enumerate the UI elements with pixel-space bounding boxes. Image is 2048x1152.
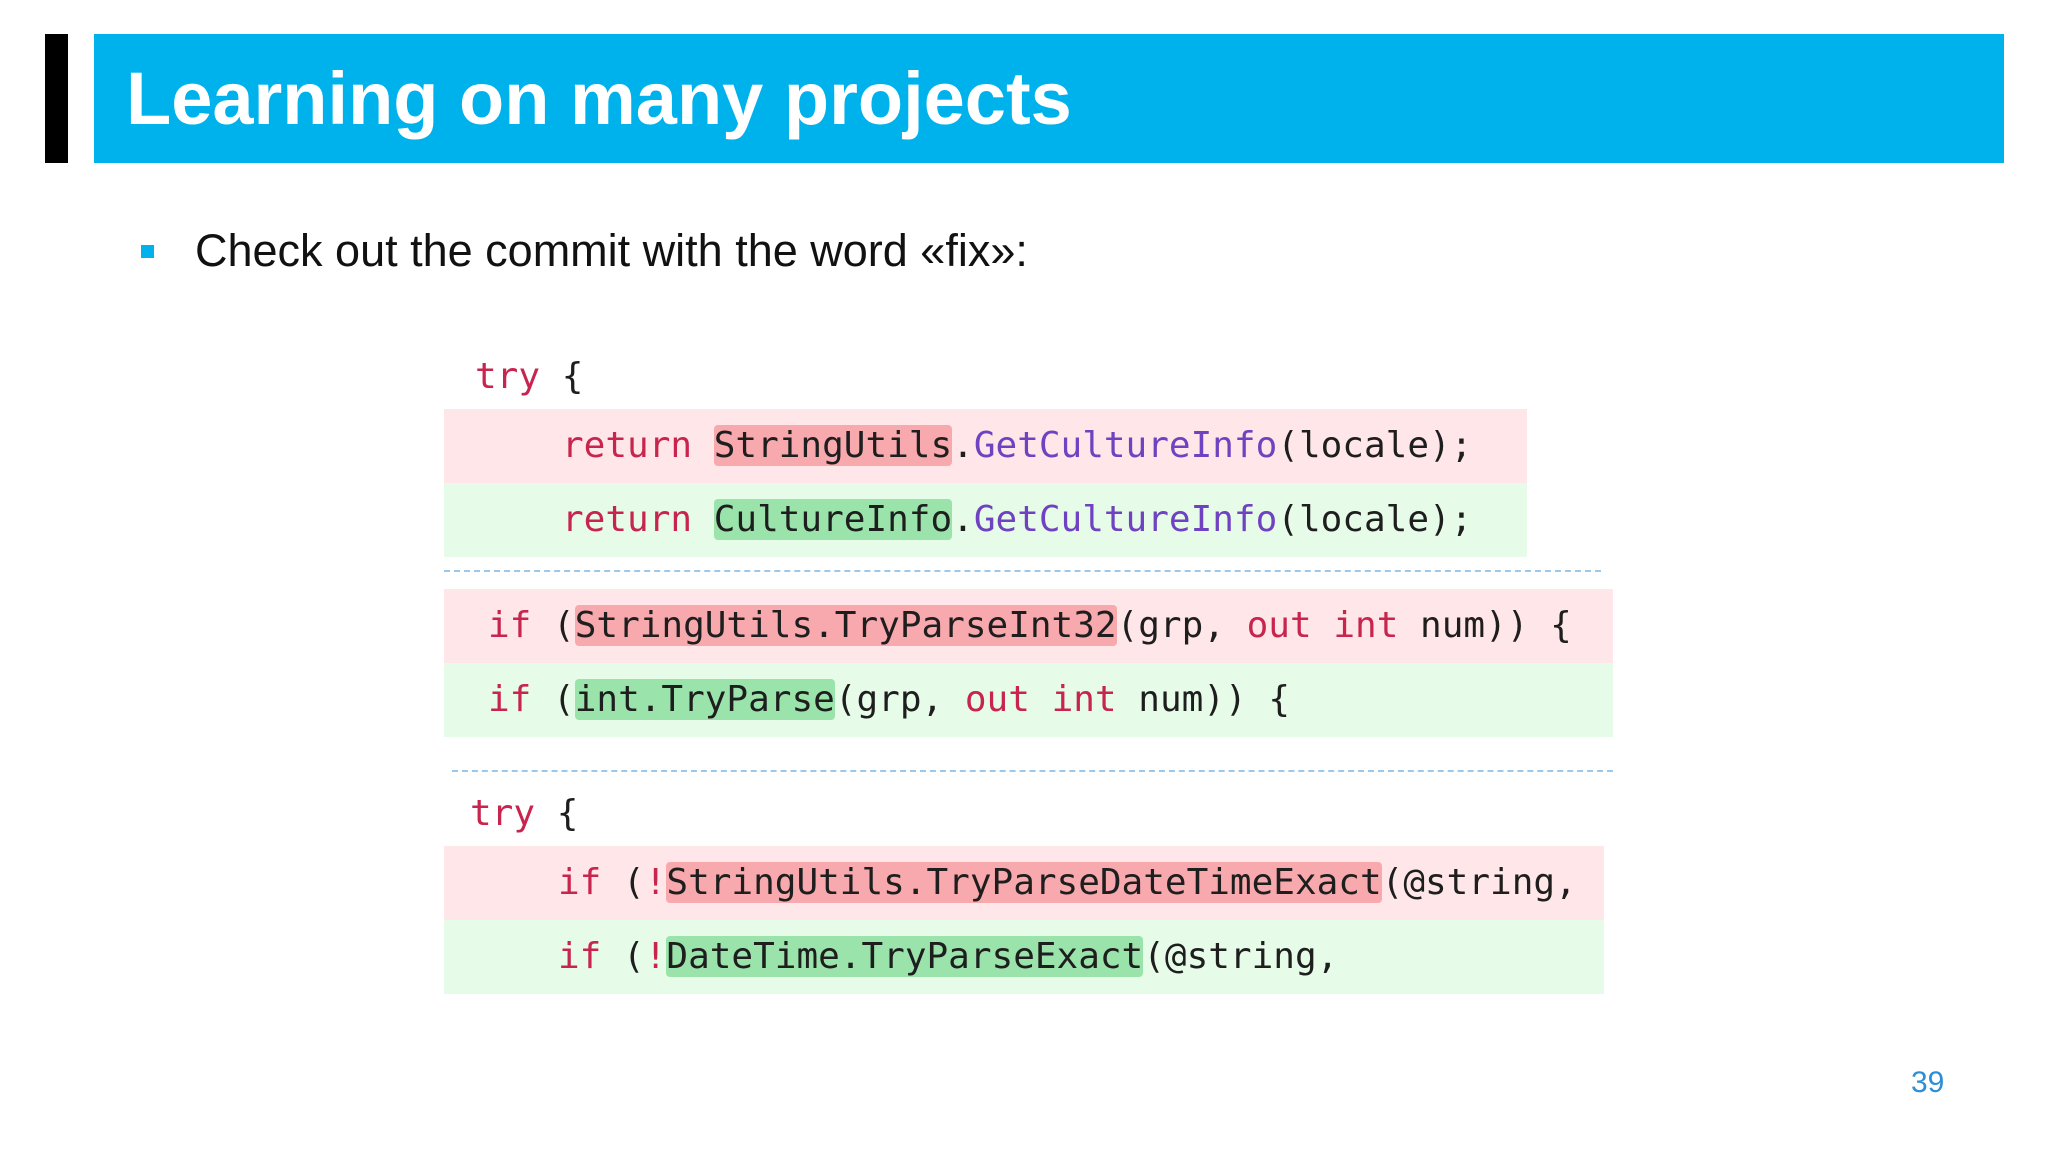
diff-context-line: try { xyxy=(444,340,1527,414)
code-text: (@string, xyxy=(1143,936,1339,977)
keyword: if xyxy=(488,679,532,720)
bullet-text: Check out the commit with the word «fix»… xyxy=(195,225,1028,276)
code-text: (grp, xyxy=(1116,605,1247,646)
code-text: . xyxy=(952,499,974,540)
code-text: { xyxy=(535,793,579,834)
diff-added-line: if (!DateTime.TryParseExact(@string, xyxy=(444,920,1604,994)
code-space xyxy=(692,499,714,540)
slide-title: Learning on many projects xyxy=(126,57,1072,140)
code-text: . xyxy=(952,425,974,466)
keyword: try xyxy=(470,793,536,834)
code-text: num)) { xyxy=(1116,679,1290,720)
keyword: out xyxy=(964,679,1030,720)
added-highlight: CultureInfo xyxy=(713,499,953,540)
code-space xyxy=(692,425,714,466)
code-text: (grp, xyxy=(834,679,965,720)
code-text: { xyxy=(540,356,584,397)
diff-removed-line: if (StringUtils.TryParseInt32(grp, out i… xyxy=(444,589,1613,663)
title-accent-bar xyxy=(45,34,68,163)
diff-added-line: if (int.TryParse(grp, out int num)) { xyxy=(444,663,1613,737)
method-name: GetCultureInfo xyxy=(973,499,1278,540)
code-text: ( xyxy=(601,862,645,903)
removed-highlight: StringUtils.TryParseDateTimeExact xyxy=(666,862,1382,903)
page-number: 39 xyxy=(1911,1066,1945,1099)
diff-removed-line: return StringUtils.GetCultureInfo(locale… xyxy=(444,409,1527,483)
diff-context-line: try { xyxy=(444,777,1604,851)
negation-operator: ! xyxy=(644,936,667,977)
diff-hunk-separator xyxy=(452,770,1613,772)
method-name: GetCultureInfo xyxy=(973,425,1278,466)
diff-added-line: return CultureInfo.GetCultureInfo(locale… xyxy=(444,483,1527,557)
keyword: if xyxy=(558,936,602,977)
diff-removed-line: if (!StringUtils.TryParseDateTimeExact(@… xyxy=(444,846,1604,920)
keyword: int xyxy=(1333,605,1399,646)
diff-hunk-separator xyxy=(444,570,1601,572)
negation-operator: ! xyxy=(644,862,667,903)
removed-highlight: StringUtils.TryParseInt32 xyxy=(574,605,1117,646)
added-highlight: DateTime.TryParseExact xyxy=(666,936,1144,977)
keyword: int xyxy=(1051,679,1117,720)
bullet-marker xyxy=(141,245,154,258)
code-text: (locale); xyxy=(1277,425,1473,466)
code-space xyxy=(1312,605,1334,646)
title-banner: Learning on many projects xyxy=(94,34,2004,163)
keyword: return xyxy=(562,425,693,466)
added-highlight: int.TryParse xyxy=(574,679,835,720)
code-space xyxy=(1030,679,1052,720)
code-text: num)) { xyxy=(1398,605,1572,646)
keyword: out xyxy=(1246,605,1312,646)
keyword: if xyxy=(558,862,602,903)
code-text: (locale); xyxy=(1277,499,1473,540)
removed-highlight: StringUtils xyxy=(713,425,953,466)
keyword: return xyxy=(562,499,693,540)
keyword: try xyxy=(475,356,541,397)
code-text: (@string, xyxy=(1381,862,1577,903)
code-text: ( xyxy=(601,936,645,977)
code-text: ( xyxy=(531,605,575,646)
keyword: if xyxy=(488,605,532,646)
code-text: ( xyxy=(531,679,575,720)
